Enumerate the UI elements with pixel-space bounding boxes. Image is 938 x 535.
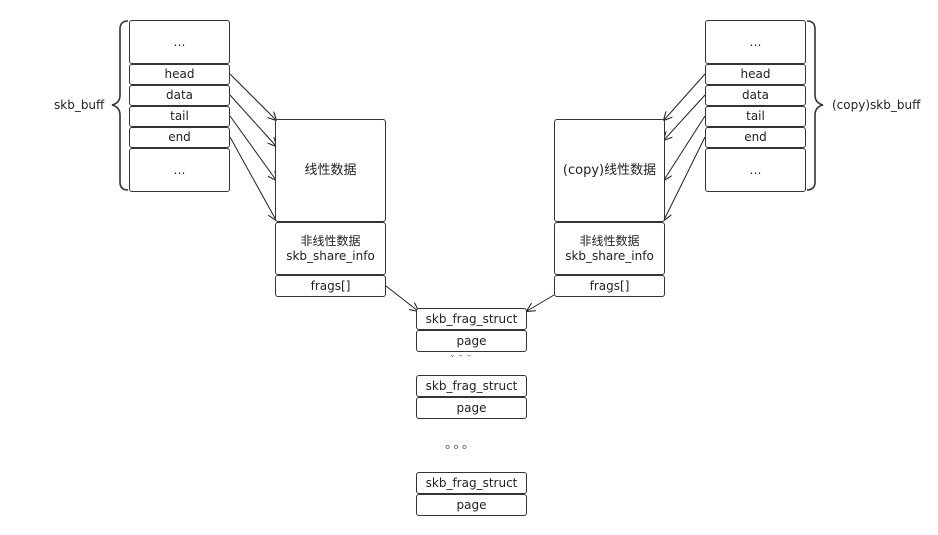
left-struct-label: skb_buff: [54, 98, 105, 112]
left-field-end: end: [129, 127, 230, 148]
frag-struct-3: skb_frag_struct: [416, 472, 527, 494]
right-field-0: …: [705, 20, 806, 64]
right-field-tail: tail: [705, 106, 806, 127]
right-field-end: end: [705, 127, 806, 148]
frag-ellipsis: 。。。: [445, 437, 478, 452]
left-linear-data: 线性数据: [275, 119, 386, 222]
frag-page-3: page: [416, 494, 527, 516]
arrow-left-data: [229, 94, 276, 146]
arrow-right-frags: [527, 294, 555, 311]
frag-struct-1: skb_frag_struct: [416, 308, 527, 330]
right-field-5: …: [705, 148, 806, 192]
right-field-head: head: [705, 64, 806, 85]
right-field-data: data: [705, 85, 806, 106]
arrow-right-end: [664, 136, 706, 220]
arrow-right-head: [664, 73, 706, 120]
arrow-left-frags: [385, 285, 418, 311]
right-brace: [806, 20, 824, 191]
left-field-tail: tail: [129, 106, 230, 127]
arrow-left-tail: [229, 115, 276, 180]
right-linear-data: (copy)线性数据: [554, 119, 665, 222]
arrow-left-end: [229, 136, 276, 220]
frag-struct-2: skb_frag_struct: [416, 375, 527, 397]
arrow-right-tail: [664, 115, 706, 180]
left-frags: frags[]: [275, 275, 386, 297]
left-field-0: …: [129, 20, 230, 64]
frag-page-2: page: [416, 397, 527, 419]
right-frags: frags[]: [554, 275, 665, 297]
left-field-5: …: [129, 148, 230, 192]
arrow-left-head: [229, 73, 276, 120]
right-struct-label: (copy)skb_buff: [832, 98, 921, 112]
left-brace: [111, 20, 129, 191]
left-nonlinear-data: 非线性数据 skb_share_info: [275, 222, 386, 275]
right-nonlinear-data: 非线性数据 skb_share_info: [554, 222, 665, 275]
left-field-data: data: [129, 85, 230, 106]
arrow-right-data: [664, 94, 706, 140]
frag-gap-marks: ˇ ˉ ˉ: [450, 355, 472, 366]
frag-page-1: page: [416, 330, 527, 352]
left-field-head: head: [129, 64, 230, 85]
